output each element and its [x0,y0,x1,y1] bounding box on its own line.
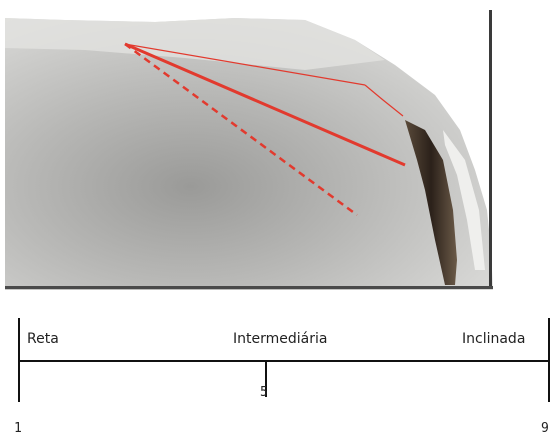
category-label-reta: Reta [27,331,59,347]
rump-slope-scale: Reta Intermediária Inclinada 1 5 9 [0,300,552,437]
scale-axis-line [18,360,550,362]
scale-value-1: 1 [14,421,22,436]
category-label-inclinada: Inclinada [462,331,525,347]
rump-photo [5,10,495,290]
scale-tick-start [18,318,20,402]
photo-border-right [489,10,492,288]
scale-value-9: 9 [541,421,549,436]
scale-tick-end [548,318,550,402]
photo-border-bottom [5,286,493,289]
category-label-intermediaria: Intermediária [233,331,327,347]
scale-value-5: 5 [260,385,268,400]
